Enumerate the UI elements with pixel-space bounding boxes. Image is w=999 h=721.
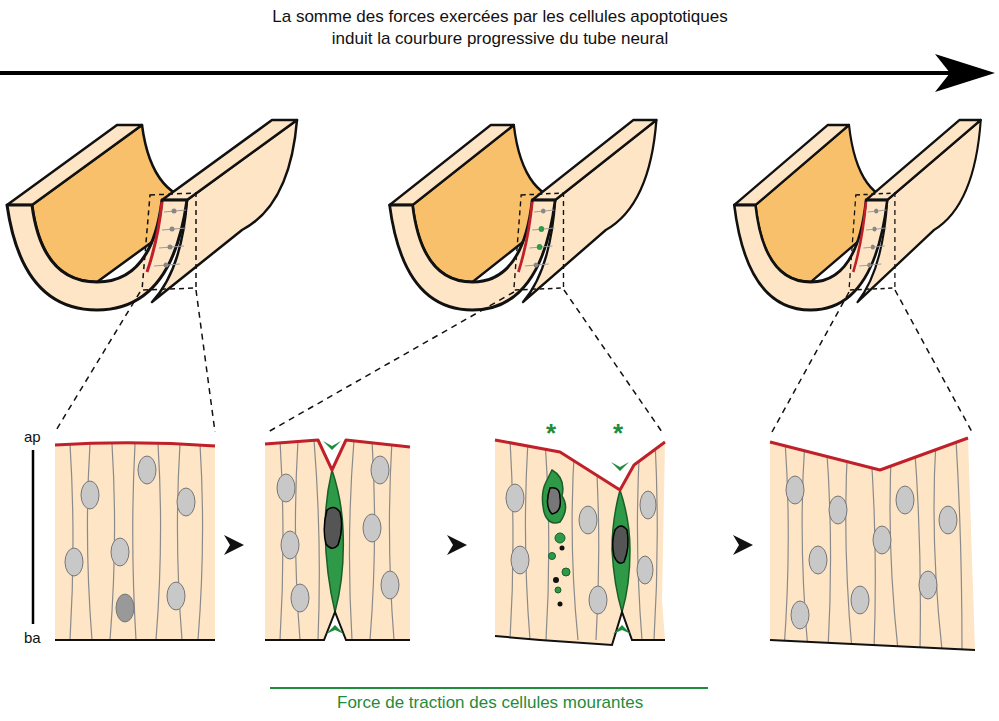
tube-stage-3 [734, 120, 981, 310]
figure-title: La somme des forces exercées par les cel… [250, 6, 750, 50]
step-arrowheads [224, 535, 753, 555]
tissue-panel-1 [55, 443, 215, 640]
force-caption: Force de traction des cellules mourantes [337, 693, 643, 713]
tissue-panel-4 [770, 438, 975, 650]
axis-label: ba [24, 629, 41, 647]
tissue-panel-3 [495, 440, 665, 645]
force-bracket-line [270, 687, 708, 689]
axis-label: ap [24, 428, 41, 446]
tissue-panel-2 [265, 440, 410, 640]
marker-asterisk: * [613, 420, 623, 446]
tube-stage-1 [7, 120, 297, 310]
main-arrow [0, 54, 995, 92]
marker-asterisk: * [546, 420, 556, 446]
axis-bar [33, 450, 34, 624]
zoom-leaders [55, 290, 972, 432]
tube-stage-2 [390, 120, 657, 310]
